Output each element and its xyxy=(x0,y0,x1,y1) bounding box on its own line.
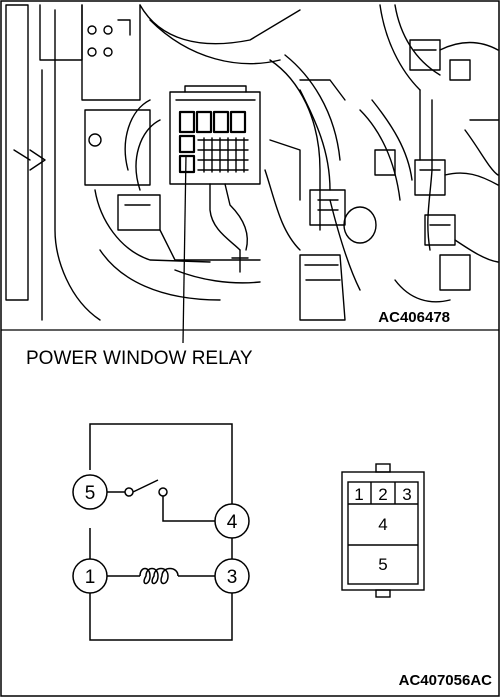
switch-contact-right xyxy=(158,487,168,497)
schematic-top-wire xyxy=(89,423,233,504)
relay-connector xyxy=(341,463,425,598)
connector-bottom-tab xyxy=(375,589,391,598)
terminal-5 xyxy=(72,474,108,510)
terminal-4 xyxy=(214,503,250,539)
callout-leader-line xyxy=(182,154,187,344)
terminal-5-label: 5 xyxy=(85,483,96,504)
connector-pin-2: 2 xyxy=(378,485,387,504)
terminal-4-label: 4 xyxy=(227,512,238,533)
connector-pin-4: 4 xyxy=(378,515,387,534)
terminal-1-label: 1 xyxy=(85,567,96,588)
switch-contact-left xyxy=(124,487,134,497)
bottom-figure-code: AC407056AC xyxy=(399,672,493,689)
switch-blade xyxy=(132,479,159,493)
relay-schematic xyxy=(72,423,250,641)
connector-pin-5: 5 xyxy=(378,555,387,574)
connector-top-tab xyxy=(375,463,391,473)
schematic-bottom-wire xyxy=(89,592,233,641)
connector-face xyxy=(347,481,419,585)
connector-pin-1: 1 xyxy=(354,485,363,504)
switch-lead-right xyxy=(162,496,215,522)
terminal-3 xyxy=(214,558,250,594)
top-figure-code: AC406478 xyxy=(378,309,450,326)
installation-drawing xyxy=(5,4,499,321)
connector-pin-3: 3 xyxy=(402,485,411,504)
terminal-1 xyxy=(72,558,108,594)
terminal-3-label: 3 xyxy=(227,567,238,588)
power-window-relay-label: POWER WINDOW RELAY xyxy=(26,348,253,369)
coil-winding xyxy=(139,567,179,585)
